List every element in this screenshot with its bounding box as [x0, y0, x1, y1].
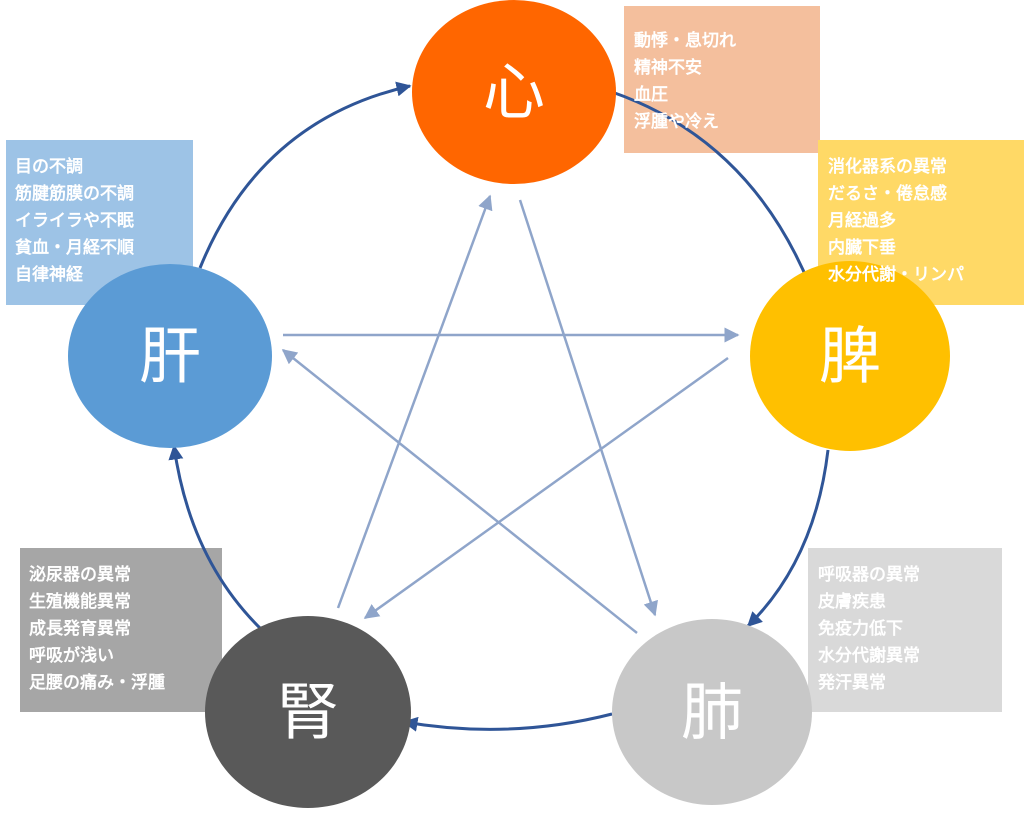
organ-kidney: 腎	[205, 616, 411, 808]
symptom-item: 内臓下垂	[828, 237, 896, 258]
heart-box-bg	[624, 6, 820, 153]
symptom-item: 水分代謝異常	[818, 645, 920, 666]
symptom-item: 成長発育異常	[29, 618, 131, 639]
heart-label: 心	[483, 56, 545, 129]
arrow-lung-to-liver	[281, 349, 638, 634]
liver-label: 肝	[139, 320, 201, 393]
symptom-item: 呼吸器の異常	[818, 564, 920, 585]
kidney-label: 腎	[277, 676, 339, 749]
organ-liver: 肝	[68, 264, 272, 448]
symptom-item: 足腰の痛み・浮腫	[29, 672, 165, 693]
symptom-item: 生殖機能異常	[29, 591, 131, 612]
symptom-item: 精神不安	[634, 57, 702, 78]
symptom-item: 貧血・月経不順	[15, 237, 135, 258]
symptom-item: だるさ・倦怠感	[828, 183, 947, 204]
symptom-item: 消化器系の異常	[828, 156, 947, 177]
symptom-item: 月経過多	[827, 210, 896, 231]
arrow-spleen-to-kidney	[363, 356, 729, 620]
arrow-liver-to-heart	[198, 81, 412, 269]
kidney-box-bg	[20, 548, 222, 712]
symptom-item: 呼吸が浅い	[29, 645, 114, 666]
kidney-circle	[205, 616, 411, 808]
symptom-item: 自律神経	[15, 264, 84, 285]
heart-circle	[412, 0, 616, 184]
arrow-heart-to-spleen	[611, 90, 812, 288]
symptom-item: イライラや不眠	[15, 211, 134, 231]
lung-circle	[612, 619, 812, 805]
symptom-item: 目の不調	[15, 156, 83, 177]
symptom-item: 泌尿器の異常	[29, 564, 131, 585]
symptom-item: 発汗異常	[817, 672, 886, 693]
symptom-item: 浮腫や冷え	[634, 111, 719, 132]
arrow-spleen-to-lung	[746, 449, 830, 628]
arrow-kidney-to-liver	[168, 444, 264, 632]
symptom-item: 皮膚疾患	[818, 591, 886, 612]
symptom-item: 水分代謝・リンパ	[828, 264, 964, 285]
arrow-lung-to-kidney	[402, 712, 613, 732]
organ-heart: 心	[412, 0, 616, 184]
organ-lung: 肺	[612, 619, 812, 805]
symptom-item: 動悸・息切れ	[634, 30, 736, 51]
arrow-kidney-to-heart	[336, 194, 493, 609]
symptom-item: 血圧	[634, 84, 668, 105]
symptom-item: 筋腱筋膜の不調	[14, 183, 134, 204]
liver-circle	[68, 264, 272, 448]
lung-label: 肺	[681, 676, 743, 749]
spleen-circle	[750, 261, 950, 451]
arrow-heart-to-lung	[518, 199, 658, 617]
lung-box-bg	[808, 548, 1002, 712]
spleen-label: 脾	[819, 320, 881, 393]
symptom-item: 免疫力低下	[818, 618, 903, 639]
organ-spleen: 脾	[750, 261, 950, 451]
